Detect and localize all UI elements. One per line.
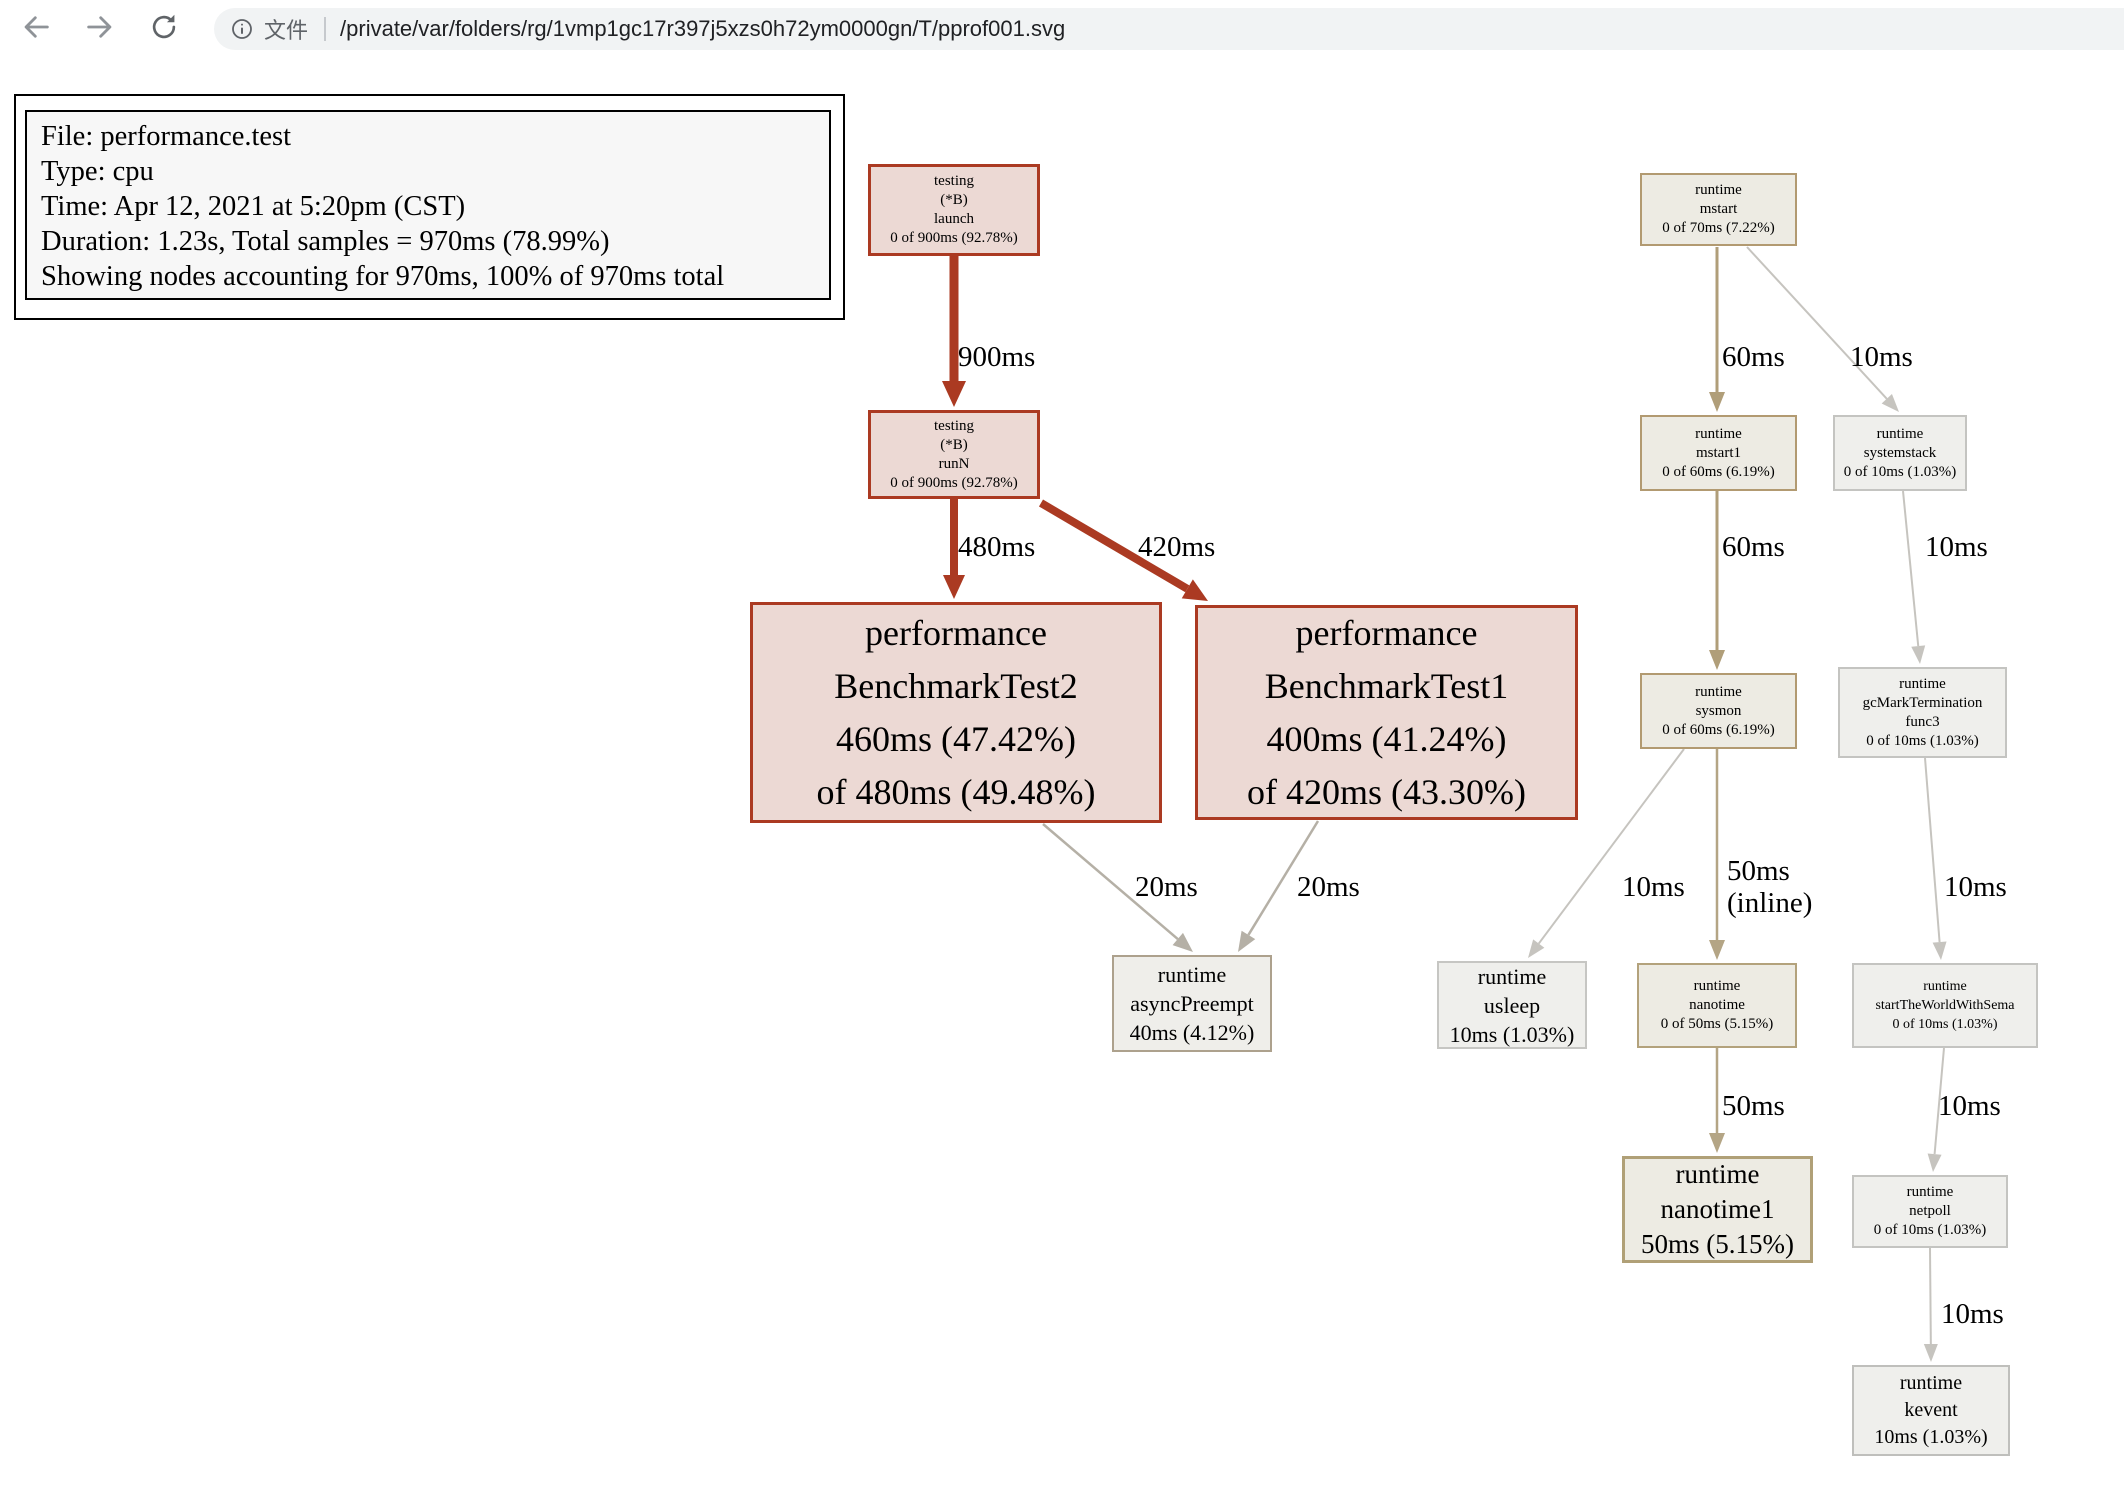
edge-label-sysmon-to-usleep: 10ms	[1622, 871, 1685, 903]
legend-time: Time: Apr 12, 2021 at 5:20pm (CST)	[41, 191, 466, 222]
edge-label-mstart-to-mstart1: 60ms	[1722, 341, 1785, 373]
forward-button[interactable]	[78, 7, 122, 51]
back-button[interactable]	[14, 7, 58, 51]
legend-file: File: performance.test	[41, 121, 292, 152]
edge-label-systemstack-to-gc-mark-termination: 10ms	[1925, 531, 1988, 563]
browser-toolbar: 文件 /private/var/folders/rg/1vmp1gc17r397…	[0, 0, 2124, 58]
legend-type: Type: cpu	[41, 156, 154, 187]
url-separator	[324, 17, 327, 41]
url-text: /private/var/folders/rg/1vmp1gc17r397j5x…	[340, 16, 1066, 41]
info-icon[interactable]	[230, 17, 254, 41]
edge-label-nanotime-to-nanotime1: 50ms	[1722, 1090, 1785, 1122]
back-arrow-icon	[19, 10, 53, 49]
edge-label-mstart1-to-sysmon: 60ms	[1722, 531, 1785, 563]
legend-duration: Duration: 1.23s, Total samples = 970ms (…	[41, 226, 610, 257]
legend-showing: Showing nodes accounting for 970ms, 100%…	[41, 261, 725, 292]
edge-label-benchmark-test1-to-async-preempt: 20ms	[1297, 871, 1360, 903]
reload-icon	[148, 11, 180, 48]
edge-label-launch-to-runN: 900ms	[958, 341, 1036, 373]
address-bar[interactable]: 文件 /private/var/folders/rg/1vmp1gc17r397…	[214, 8, 2124, 50]
edge-label-mstart-to-systemstack: 10ms	[1850, 341, 1913, 373]
legend-box: File: performance.test Type: cpu Time: A…	[14, 94, 845, 320]
edge-label-runN-to-benchmark-test2: 480ms	[958, 531, 1036, 563]
forward-arrow-icon	[83, 10, 117, 49]
edge-label-benchmark-test2-to-async-preempt: 20ms	[1135, 871, 1198, 903]
edge-label-sysmon-to-nanotime: 50ms(inline)	[1727, 855, 1813, 919]
url-scheme-label: 文件	[264, 18, 309, 43]
edge-label-runN-to-benchmark-test1: 420ms	[1138, 531, 1216, 563]
legend-inner-box: File: performance.test Type: cpu Time: A…	[25, 110, 831, 300]
edge-label-start-the-world-to-netpoll: 10ms	[1938, 1090, 2001, 1122]
reload-button[interactable]	[142, 7, 186, 51]
edge-label-netpoll-to-kevent: 10ms	[1941, 1298, 2004, 1330]
edge-label-gc-mark-termination-to-start-the-world: 10ms	[1944, 871, 2007, 903]
